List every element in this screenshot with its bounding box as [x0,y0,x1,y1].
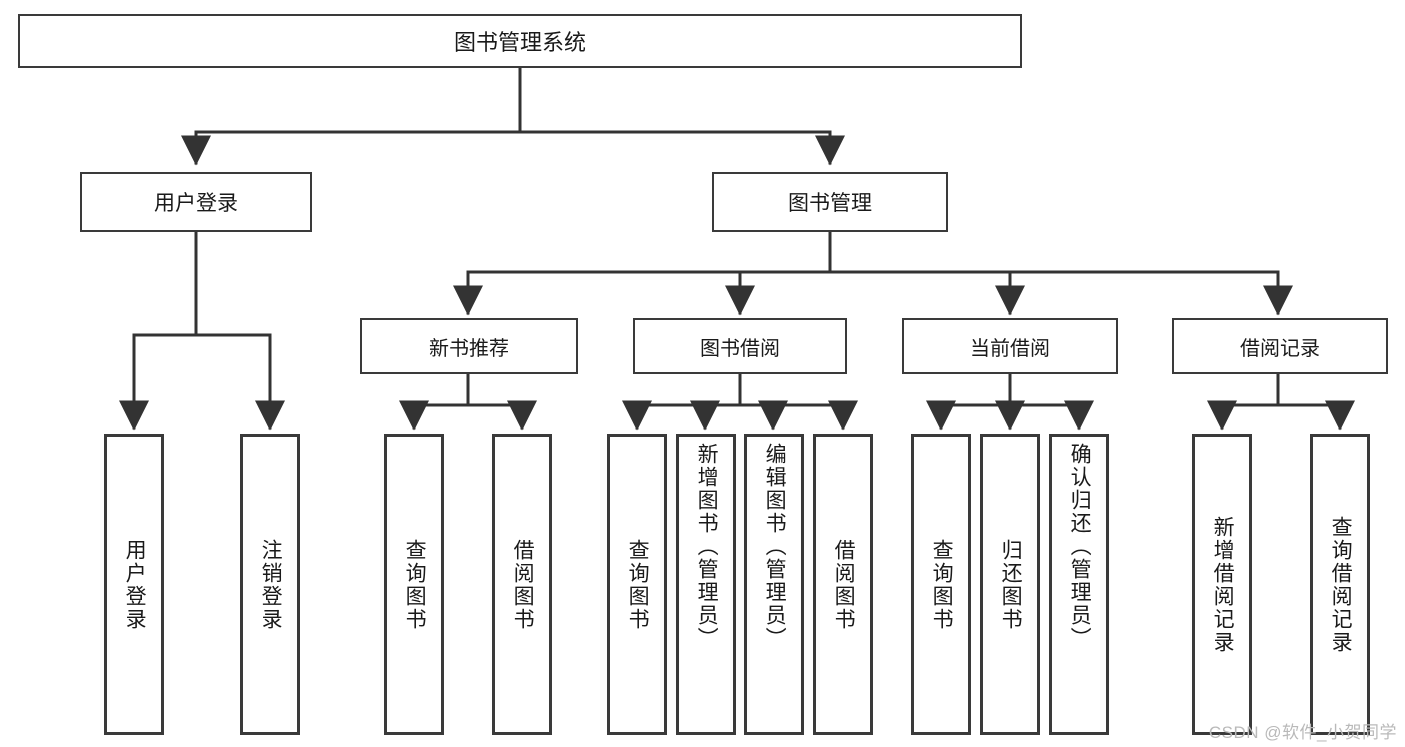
node-current-borrow[interactable]: 当前借阅 [902,318,1118,374]
leaf-query-book-borrow[interactable]: 查询图书 [607,434,667,735]
leaf-content: 新增图书（管理员） [679,437,733,738]
leaf-add-borrow-record[interactable]: 新增借阅记录 [1192,434,1252,735]
leaf-content: 查询图书 [387,437,441,732]
leaf-logout[interactable]: 注销登录 [240,434,300,735]
leaf-content: 编辑图书（管理员） [747,437,801,738]
node-label: 借阅图书 [832,538,856,631]
leaf-content: 查询图书 [610,437,664,732]
leaf-content: 确认归还（管理员） [1052,437,1106,738]
csdn-watermark: CSDN @软件_小贺同学 [1208,723,1397,742]
node-label: 查询图书 [930,538,954,631]
leaf-content: 注销登录 [243,437,297,732]
node-label: 新增图书（管理员） [695,443,719,650]
node-label: 图书管理 [788,192,872,215]
node-label: 注销登录 [259,538,283,631]
node-label: 图书借阅 [700,337,780,360]
node-label: 查询借阅记录 [1329,515,1353,654]
node-new-book-recommend[interactable]: 新书推荐 [360,318,578,374]
node-label: 借阅图书 [511,538,535,631]
leaf-query-borrow-record[interactable]: 查询借阅记录 [1310,434,1370,735]
leaf-content: 借阅图书 [495,437,549,732]
leaf-borrow-book-recommend[interactable]: 借阅图书 [492,434,552,735]
node-label: 归还图书 [999,538,1023,631]
node-label: 查询图书 [403,538,427,631]
node-label: 确认归还（管理员） [1068,443,1092,650]
leaf-confirm-return-admin[interactable]: 确认归还（管理员） [1049,434,1109,735]
node-label: 用户登录 [154,192,238,215]
node-label: 借阅记录 [1240,337,1320,360]
leaf-add-book-admin[interactable]: 新增图书（管理员） [676,434,736,735]
node-root-library-system[interactable]: 图书管理系统 [18,14,1022,68]
leaf-content: 借阅图书 [816,437,870,732]
leaf-content: 查询借阅记录 [1313,437,1367,732]
node-label: 新增借阅记录 [1211,515,1235,654]
leaf-query-book-recommend[interactable]: 查询图书 [384,434,444,735]
node-borrow-record[interactable]: 借阅记录 [1172,318,1388,374]
leaf-return-book[interactable]: 归还图书 [980,434,1040,735]
leaf-borrow-book[interactable]: 借阅图书 [813,434,873,735]
leaf-content: 查询图书 [914,437,968,732]
node-label: 图书管理系统 [453,30,586,55]
leaf-query-book-current[interactable]: 查询图书 [911,434,971,735]
node-label: 当前借阅 [970,337,1050,360]
node-book-management[interactable]: 图书管理 [712,172,948,232]
node-label: 编辑图书（管理员） [763,443,787,650]
node-user-login[interactable]: 用户登录 [80,172,312,232]
leaf-content: 用户登录 [107,437,161,732]
leaf-content: 归还图书 [983,437,1037,732]
node-label: 新书推荐 [429,337,509,360]
node-label: 用户登录 [123,538,147,631]
leaf-content: 新增借阅记录 [1195,437,1249,732]
leaf-edit-book-admin[interactable]: 编辑图书（管理员） [744,434,804,735]
node-book-borrow[interactable]: 图书借阅 [633,318,847,374]
leaf-user-login[interactable]: 用户登录 [104,434,164,735]
node-label: 查询图书 [626,538,650,631]
